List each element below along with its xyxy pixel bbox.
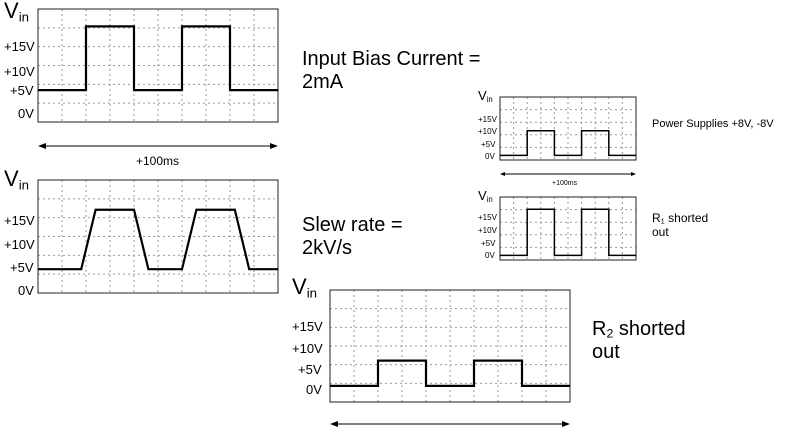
r2-shorted-line2: out (592, 341, 620, 363)
input-bias-line1: Input Bias Current = (302, 48, 481, 70)
y-label-5v: +5V (481, 239, 496, 248)
y-label-15v: +15V (478, 213, 497, 222)
y-label-5v: +5V (10, 83, 34, 98)
vin-label: Vin (292, 274, 317, 301)
vin-label: Vin (4, 0, 29, 25)
plot-frame (499, 196, 637, 261)
r2-square-wave (330, 359, 570, 387)
time-span-arrow (500, 172, 636, 176)
r1-shorted-line1: R1 shorted (652, 211, 709, 226)
plot-frame (329, 289, 571, 403)
y-label-0v: 0V (485, 152, 495, 161)
r2-shorted-annotation: R2 shorted out (592, 318, 686, 364)
plot-frame (37, 179, 279, 294)
vin-label: Vin (478, 88, 493, 104)
r2-shorted-line1: R2 shorted (592, 318, 686, 341)
plot-frame (499, 96, 637, 161)
input-bias-line2: 2mA (302, 71, 344, 93)
y-label-0v: 0V (306, 382, 322, 397)
vin-label: Vin (478, 188, 493, 204)
y-label-5v: +5V (298, 362, 322, 377)
time-span-arrow (38, 143, 278, 149)
input-bias-annotation: Input Bias Current = 2mA (302, 48, 480, 94)
y-label-0v: 0V (485, 251, 495, 260)
y-label-15v: +15V (4, 213, 35, 228)
plot-grid (500, 97, 636, 160)
r1-shorted-line2: out (652, 225, 669, 240)
y-label-10v: +10V (478, 226, 497, 235)
y-label-10v: +10V (292, 341, 323, 356)
input-square-wave (38, 25, 278, 92)
time-span-label: +100ms (552, 180, 578, 187)
r1-square-wave (500, 208, 636, 257)
power-supplies-annotation: Power Supplies +8V, -8V (652, 118, 774, 130)
slew-rate-line2: 2kV/s (302, 237, 353, 259)
y-label-5v: +5V (481, 140, 496, 149)
y-label-15v: +15V (478, 115, 497, 124)
y-label-10v: +10V (4, 64, 35, 79)
plot-grid (500, 197, 636, 260)
supplies-square-wave (500, 130, 636, 157)
slew-rate-annotation: Slew rate = 2kV/s (302, 214, 403, 260)
r1-shorted-annotation: R1 shorted out (652, 211, 709, 240)
y-label-15v: +15V (4, 39, 35, 54)
y-label-10v: +10V (478, 127, 497, 136)
plot-grid (330, 290, 570, 402)
y-label-5v: +5V (10, 260, 34, 275)
y-label-0v: 0V (18, 283, 34, 298)
vin-label: Vin (4, 166, 29, 193)
slew-rate-line1: Slew rate = (302, 214, 403, 236)
y-label-15v: +15V (292, 319, 323, 334)
plot-frame (37, 8, 279, 123)
y-label-10v: +10V (4, 237, 35, 252)
y-label-0v: 0V (18, 106, 34, 121)
slew-limited-wave (38, 208, 278, 271)
time-span-label: +100ms (136, 154, 180, 168)
time-span-arrow (330, 421, 570, 427)
plot-grid (38, 180, 278, 293)
